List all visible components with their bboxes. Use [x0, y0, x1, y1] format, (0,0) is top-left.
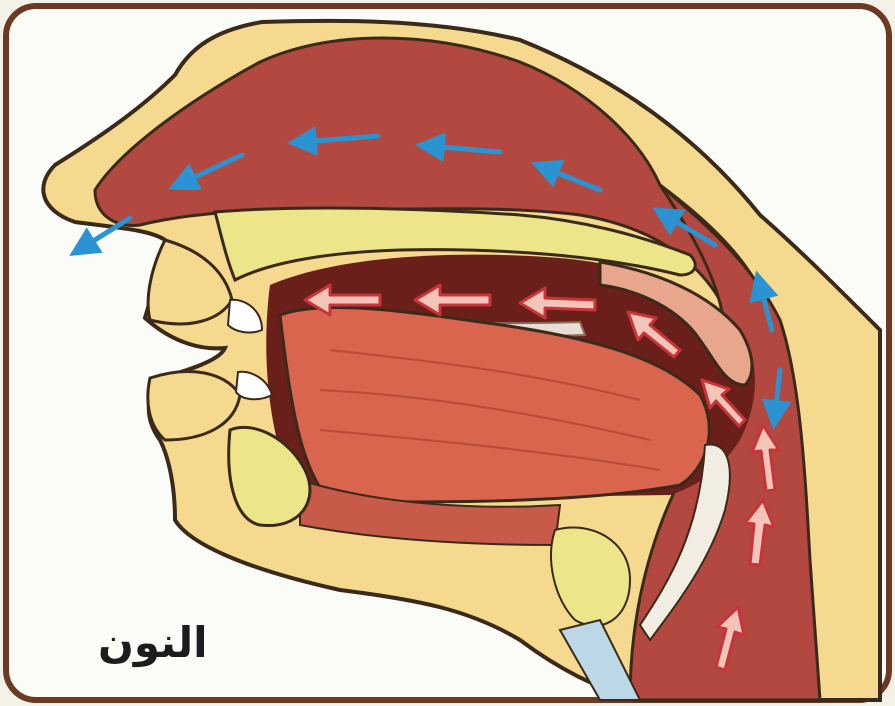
letter-caption: النون	[98, 622, 208, 664]
